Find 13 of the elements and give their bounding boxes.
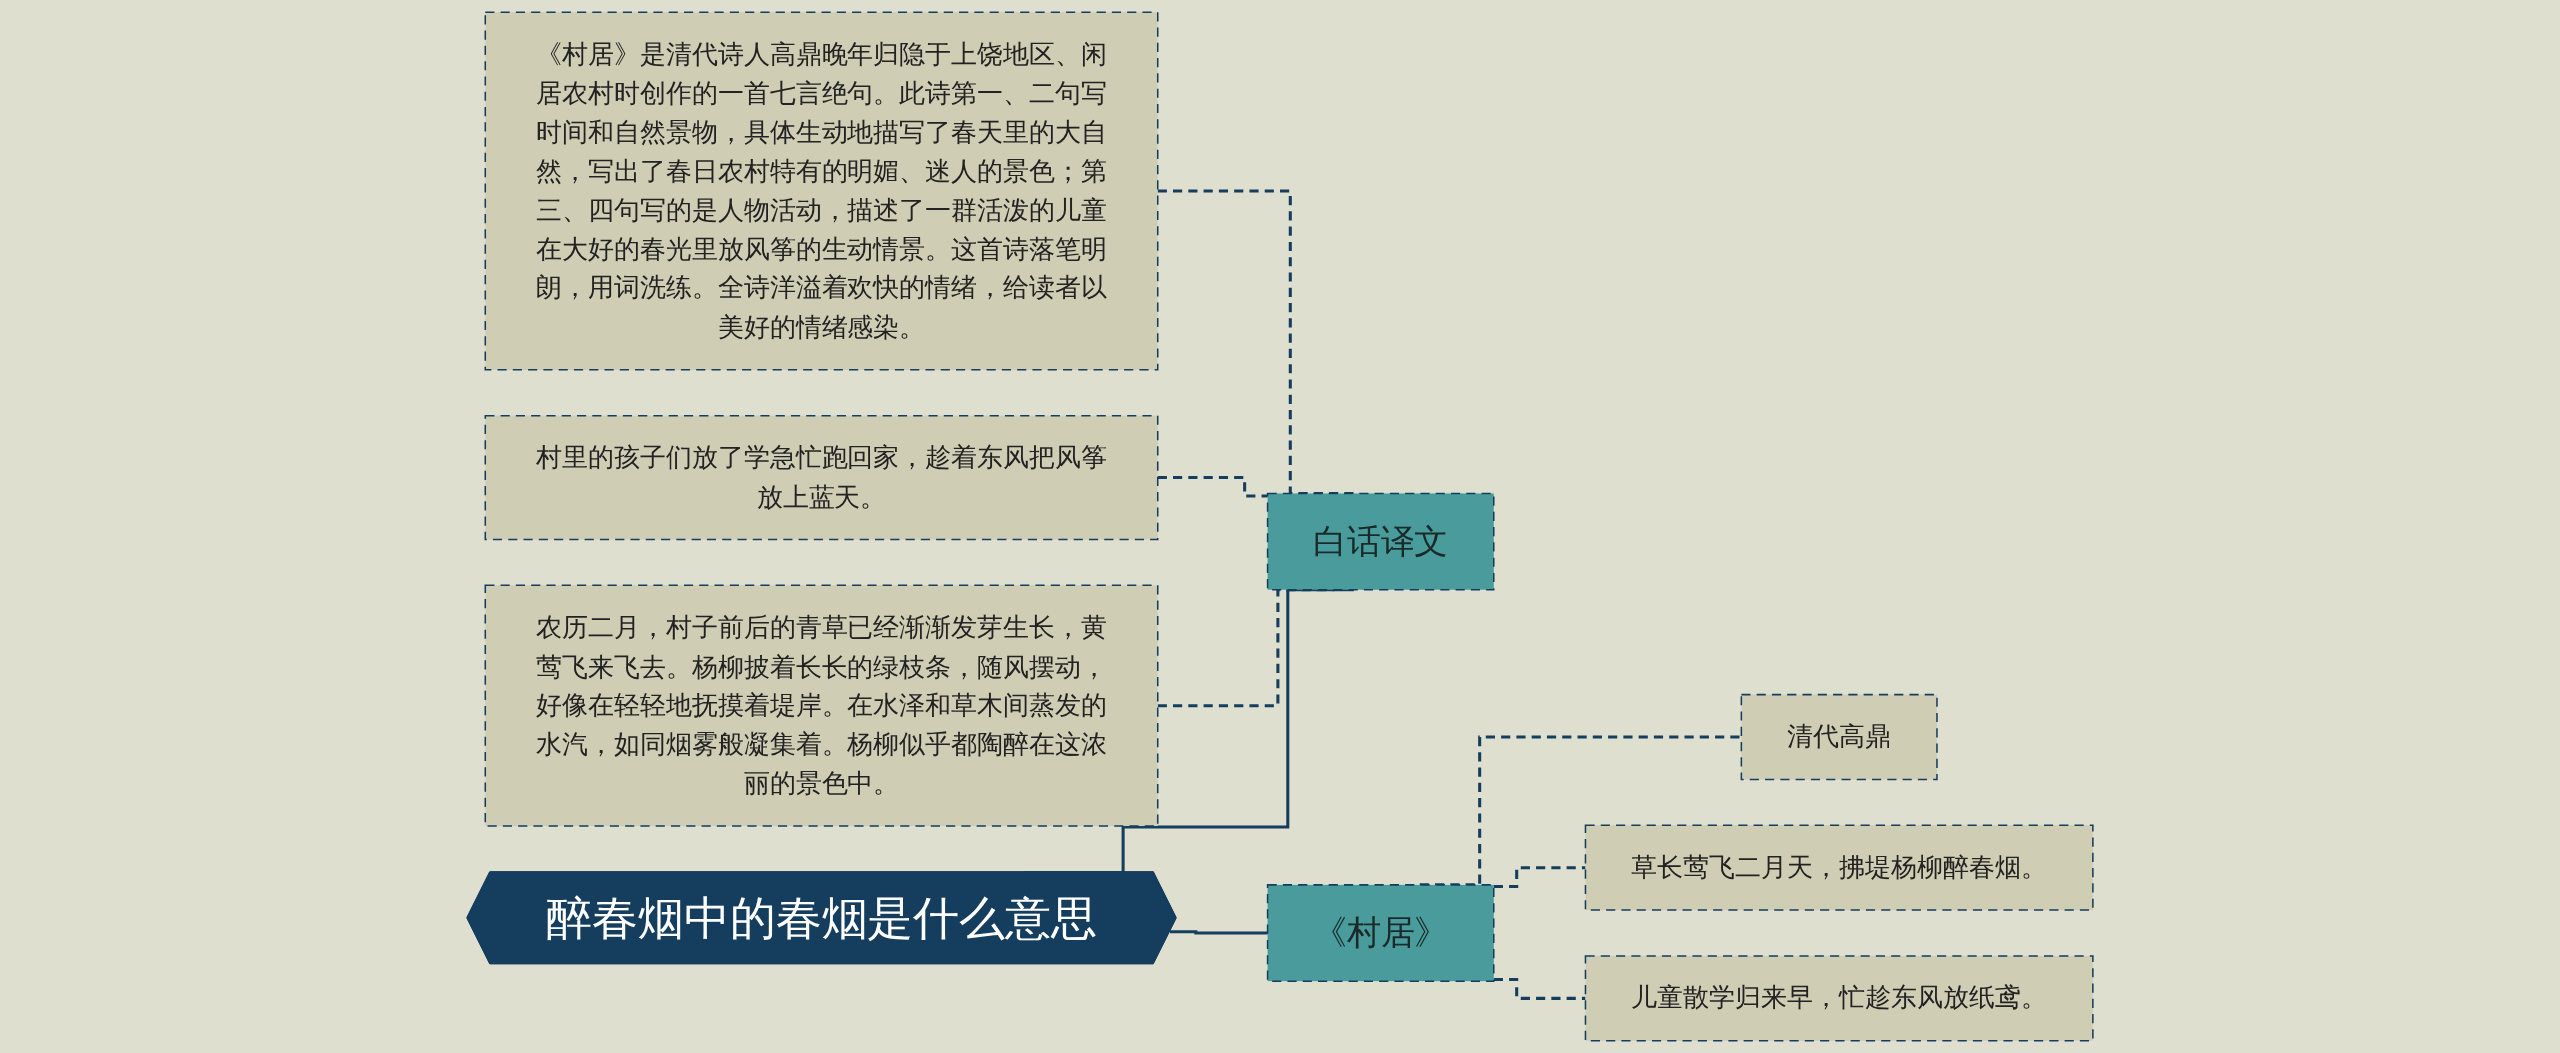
node-box: 《村居》是清代诗人高鼎晚年归隐于上饶地区、闲居农村时创作的一首七言绝句。此诗第一、二句写时间和自然景物，具体生动地描写了春天里的大自然，写出了春日农村特有的明媚、迷人的景色；第三、四句写的是人物活动，描述了一群活泼的儿童在大好的春光里放风筝的生动情景。这首诗落笔明朗，用词洗练。全诗洋溢着欢快的情绪，给读者以美好的情绪感染。	[484, 11, 1159, 371]
node-box: 清代高鼎	[1740, 693, 1938, 781]
node-box: 农历二月，村子前后的青草已经渐渐发芽生长，黄莺飞来飞去。杨柳披着长长的绿枝条，随风摆动，好像在轻轻地抚摸着堤岸。在水泽和草木间蒸发的水汽，如同烟雾般凝集着。杨柳似乎都陶醉在这浓丽的景色中。	[484, 584, 1159, 827]
connector	[1170, 930, 1268, 935]
node-box: 村里的孩子们放了学急忙跑回家，趁着东风把风筝放上蓝天。	[484, 414, 1159, 541]
node-box: 白话译文	[1266, 492, 1495, 591]
connector	[1493, 978, 1586, 1000]
connector	[1157, 588, 1335, 708]
node-box: 儿童散学归来早，忙趁东风放纸鸢。	[1584, 955, 2094, 1042]
node-box: 草长莺飞二月天，拂堤杨柳醉春烟。	[1584, 824, 2094, 911]
node-box: 《村居》	[1266, 884, 1495, 982]
connector	[1157, 476, 1268, 498]
connector	[1493, 866, 1586, 889]
